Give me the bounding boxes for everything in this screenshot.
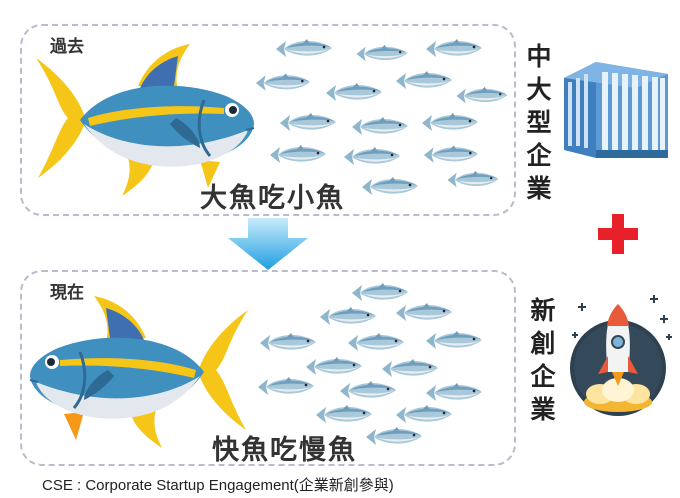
now-label: 現在 [50,283,84,303]
past-caption: 大魚吃小魚 [200,183,345,214]
small-fish-icon [352,283,408,301]
footer-caption: CSE : Corporate Startup Engagement(企業新創參… [42,477,394,494]
small-fish-icon [426,331,482,349]
small-fish-school-now [258,283,482,445]
corporate-label: 中大型企業 [526,42,552,203]
small-fish-icon [316,405,372,423]
small-fish-icon [280,113,336,131]
small-fish-icon [344,147,400,165]
small-fish-icon [382,359,438,377]
building-icon [564,62,668,158]
small-fish-icon [260,333,316,351]
small-fish-icon [356,44,408,62]
small-fish-icon [423,145,479,163]
small-fish-icon [396,405,452,423]
now-caption: 快魚吃慢魚 [212,435,357,466]
tuna-fish-icon [36,44,255,196]
small-fish-icon [276,39,332,57]
small-fish-icon [340,381,396,399]
small-fish-icon [426,39,482,57]
small-fish-icon [426,383,482,401]
plus-icon [598,214,638,254]
past-label: 過去 [50,37,84,57]
small-fish-icon [306,357,362,375]
small-fish-icon [422,113,478,131]
startup-label: 新創企業 [530,296,556,424]
tuna-fish-icon [29,296,248,448]
small-fish-icon [396,71,452,89]
small-fish-icon [366,427,422,445]
small-fish-icon [326,83,382,101]
small-fish-icon [362,177,418,195]
small-fish-icon [270,145,326,163]
small-fish-icon [258,377,314,395]
small-fish-icon [320,307,376,325]
small-fish-icon [396,303,452,321]
small-fish-icon [255,73,311,91]
small-fish-icon [348,333,404,351]
down-arrow-icon [228,218,308,270]
rocket-icon [570,295,672,416]
small-fish-icon [447,170,499,188]
small-fish-icon [352,117,408,135]
small-fish-icon [456,86,508,104]
